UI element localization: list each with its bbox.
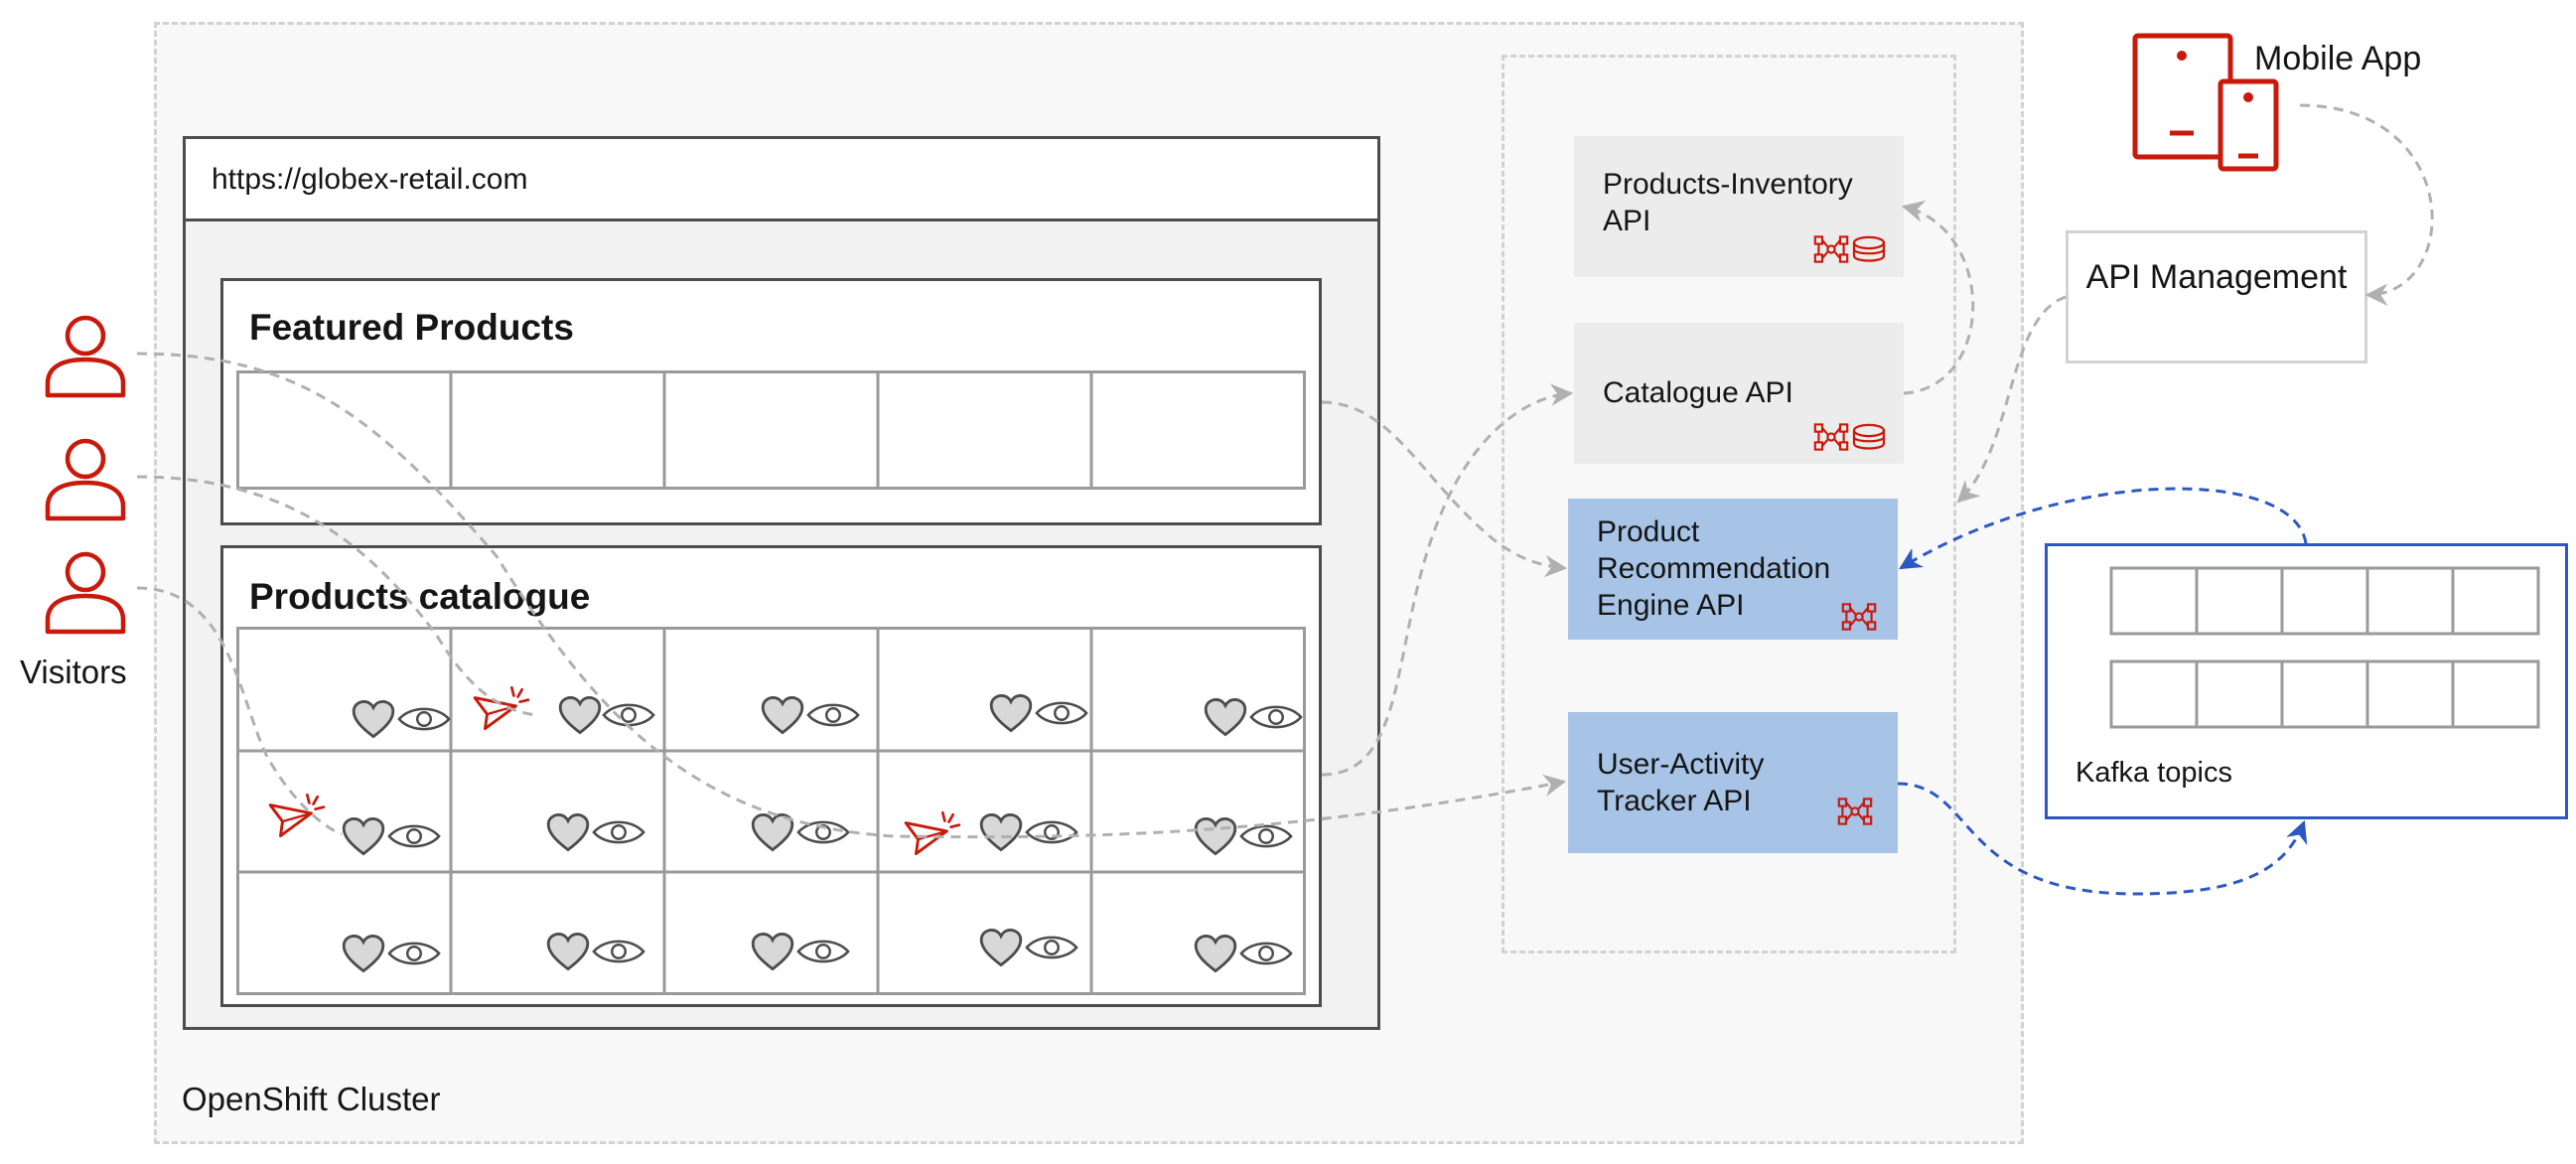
api-management-label: API Management: [2085, 258, 2348, 296]
heart-icon: [342, 816, 385, 856]
heart-icon: [989, 693, 1033, 733]
eye-icon: [387, 942, 441, 965]
heart-icon: [751, 812, 794, 852]
user-icon: [48, 318, 123, 395]
eye-icon: [796, 820, 850, 844]
heart-icon: [558, 695, 602, 735]
grey-flows: [136, 103, 2434, 839]
product-recommendation-engine-api-label: Product Recommendation Engine API: [1597, 515, 1831, 622]
eye-icon: [1239, 942, 1293, 965]
mobile-app-label: Mobile App: [2254, 40, 2422, 77]
eye-icon: [592, 940, 645, 963]
heart-icon: [751, 932, 794, 971]
user-icon: [48, 441, 123, 518]
visitors-label: Visitors: [20, 654, 127, 690]
click-cursor-icon: [904, 810, 961, 856]
user-icon: [48, 554, 123, 632]
eye-icon: [387, 824, 441, 848]
kafka-topics-label: Kafka topics: [2075, 757, 2232, 789]
api-management[interactable]: API Management: [2066, 230, 2367, 364]
product-row-2-icons: [342, 812, 1293, 856]
eye-icon: [602, 703, 655, 727]
catalogue-grid-lines: [236, 627, 1306, 995]
heart-icon: [352, 699, 395, 739]
heart-icon: [546, 932, 590, 971]
featured-products-title: Featured Products: [249, 307, 574, 348]
heart-icon: [761, 695, 804, 735]
blue-flows: [1897, 487, 2308, 896]
integration-icon: [1841, 603, 1877, 631]
heart-icon: [546, 812, 590, 852]
eye-icon: [592, 820, 645, 844]
product-row-3-icons: [342, 928, 1293, 973]
eye-icon: [1025, 820, 1078, 844]
eye-icon: [806, 703, 860, 727]
eye-icon: [397, 707, 451, 731]
featured-products-grid: [236, 370, 1306, 490]
database-icon: [1852, 423, 1886, 450]
browser-url: https://globex-retail.com: [212, 163, 528, 196]
catalogue-api-label: Catalogue API: [1603, 376, 1793, 409]
featured-grid-lines: [449, 370, 1093, 490]
heart-icon: [1204, 697, 1247, 737]
click-cursor-icon: [268, 793, 326, 838]
eye-icon: [796, 940, 850, 963]
database-icon: [1852, 235, 1886, 262]
cluster-label: OpenShift Cluster: [182, 1081, 441, 1117]
integration-icon: [1837, 798, 1873, 825]
heart-icon: [1194, 934, 1237, 973]
product-recommendation-engine-api[interactable]: Product Recommendation Engine API: [1568, 499, 1898, 640]
heart-icon: [342, 934, 385, 973]
eye-icon: [1025, 936, 1078, 959]
kafka-topic-grids: [2109, 566, 2540, 729]
mobile-device-icon: [2132, 33, 2279, 172]
heart-icon: [979, 928, 1023, 967]
integration-icon: [1813, 235, 1849, 263]
catalogue-api[interactable]: Catalogue API: [1574, 323, 1904, 464]
integration-icon: [1813, 423, 1849, 451]
eye-icon: [1239, 824, 1293, 848]
heart-icon: [979, 812, 1023, 852]
eye-icon: [1249, 705, 1303, 729]
browser-url-bar[interactable]: https://globex-retail.com: [183, 136, 1380, 221]
products-catalogue-grid: [236, 627, 1306, 995]
user-activity-tracker-api[interactable]: User-Activity Tracker API: [1568, 712, 1898, 853]
heart-icon: [1194, 816, 1237, 856]
products-inventory-api-label: Products-Inventory API: [1603, 168, 1853, 237]
api-zone: [1502, 55, 1956, 953]
eye-icon: [1035, 701, 1088, 725]
products-inventory-api[interactable]: Products-Inventory API: [1574, 136, 1904, 277]
user-activity-tracker-api-label: User-Activity Tracker API: [1597, 748, 1765, 817]
